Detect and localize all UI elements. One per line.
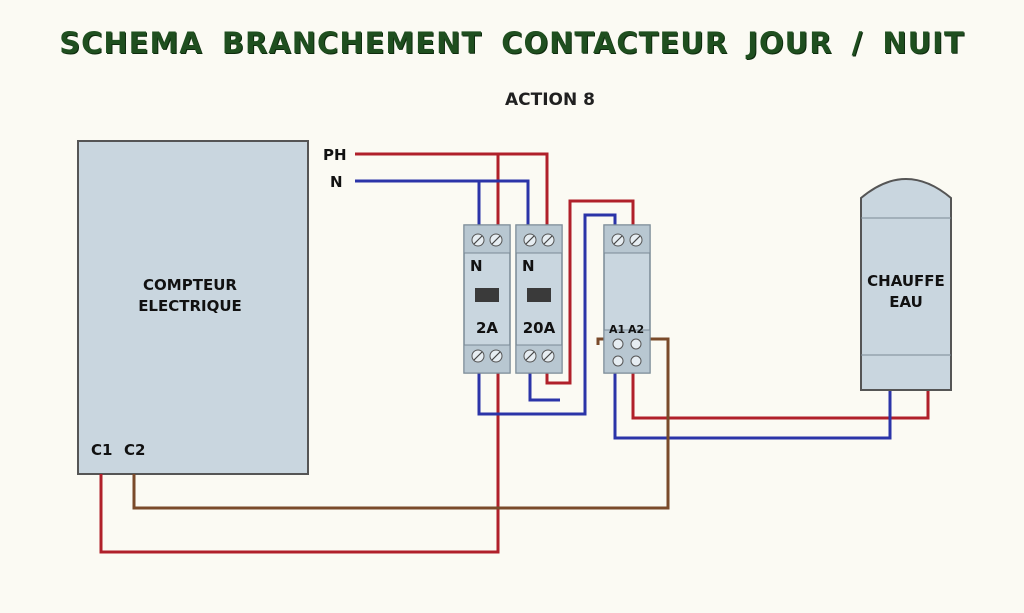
phase-wires [99,152,930,554]
neutral-supply-label: N [330,173,343,191]
meter-terminal-c1: C1 [91,441,112,459]
electric-meter: COMPTEUR ELECTRIQUE C1 C2 [77,140,309,475]
breaker-2a: N 2A [463,224,511,374]
breaker-20a-rating: 20A [523,319,556,337]
breaker-2a-neutral-label: N [470,257,483,275]
water-heater-label-line1: CHAUFFE [867,272,945,290]
water-heater-label-line2: EAU [889,293,923,311]
day-night-contactor: A1 A2 [603,224,651,374]
contactor-coil-a2: A2 [628,323,644,336]
breaker-20a-neutral-label: N [522,257,535,275]
diagram-subtitle: ACTION 8 [505,90,595,110]
water-heater: CHAUFFE EAU [860,178,952,391]
breaker-20a-lever [527,288,551,302]
diagram-title: SCHEMA BRANCHEMENT CONTACTEUR JOUR / NUI… [59,26,965,60]
neutral-wires [355,179,892,440]
breaker-2a-rating: 2A [476,319,498,337]
meter-label-line2: ELECTRIQUE [138,297,242,315]
breaker-20a: N 20A [515,224,563,374]
breaker-2a-lever [475,288,499,302]
phase-supply-label: PH [323,146,347,164]
meter-terminal-c2: C2 [124,441,145,459]
contactor-coil-a1: A1 [609,323,625,336]
meter-label-line1: COMPTEUR [143,276,237,294]
